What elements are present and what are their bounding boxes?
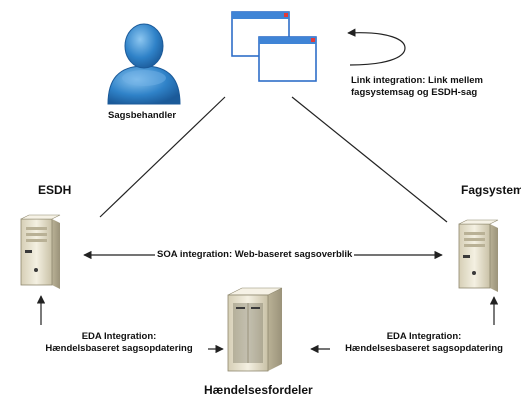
- edge-windows-esdh: [99, 96, 226, 218]
- link-integration-line2: fagsystemsag og ESDH-sag: [351, 87, 478, 98]
- broker-label: Hændelsesfordeler: [204, 383, 313, 397]
- esdh-label: ESDH: [38, 183, 72, 197]
- link-integration-label: Link integration: Link mellem fagsystems…: [351, 75, 483, 99]
- eda-left-label: EDA Integration: Hændelsbaseret sagsopda…: [30, 331, 208, 355]
- user-icon: [107, 23, 181, 105]
- eda-left-line1: EDA Integration:: [81, 331, 157, 342]
- esdh-server-icon: [20, 214, 61, 289]
- window-front: [258, 36, 317, 82]
- application-windows-icon: [231, 11, 317, 82]
- edge-windows-fagsystem: [291, 96, 448, 223]
- eda-left-line2: Hændelsbaseret sagsopdatering: [45, 343, 193, 354]
- fagsystem-label: Fagsystem: [461, 183, 521, 197]
- fagsystem-server-icon: [458, 219, 499, 292]
- eda-right-line1: EDA Integration:: [386, 331, 462, 342]
- eda-right-label: EDA Integration: Hændelsesbaseret sagsop…: [331, 331, 517, 355]
- user-label: Sagsbehandler: [108, 110, 177, 121]
- link-loop-arrow: [347, 28, 406, 66]
- haendelsesfordeler-server-icon: [227, 287, 283, 372]
- eda-right-line2: Hændelsesbaseret sagsopdatering: [345, 343, 503, 354]
- link-integration-line1: Link integration: Link mellem: [351, 75, 483, 86]
- soa-integration-label: SOA integration: Web-baseret sagsoverbli…: [155, 249, 355, 261]
